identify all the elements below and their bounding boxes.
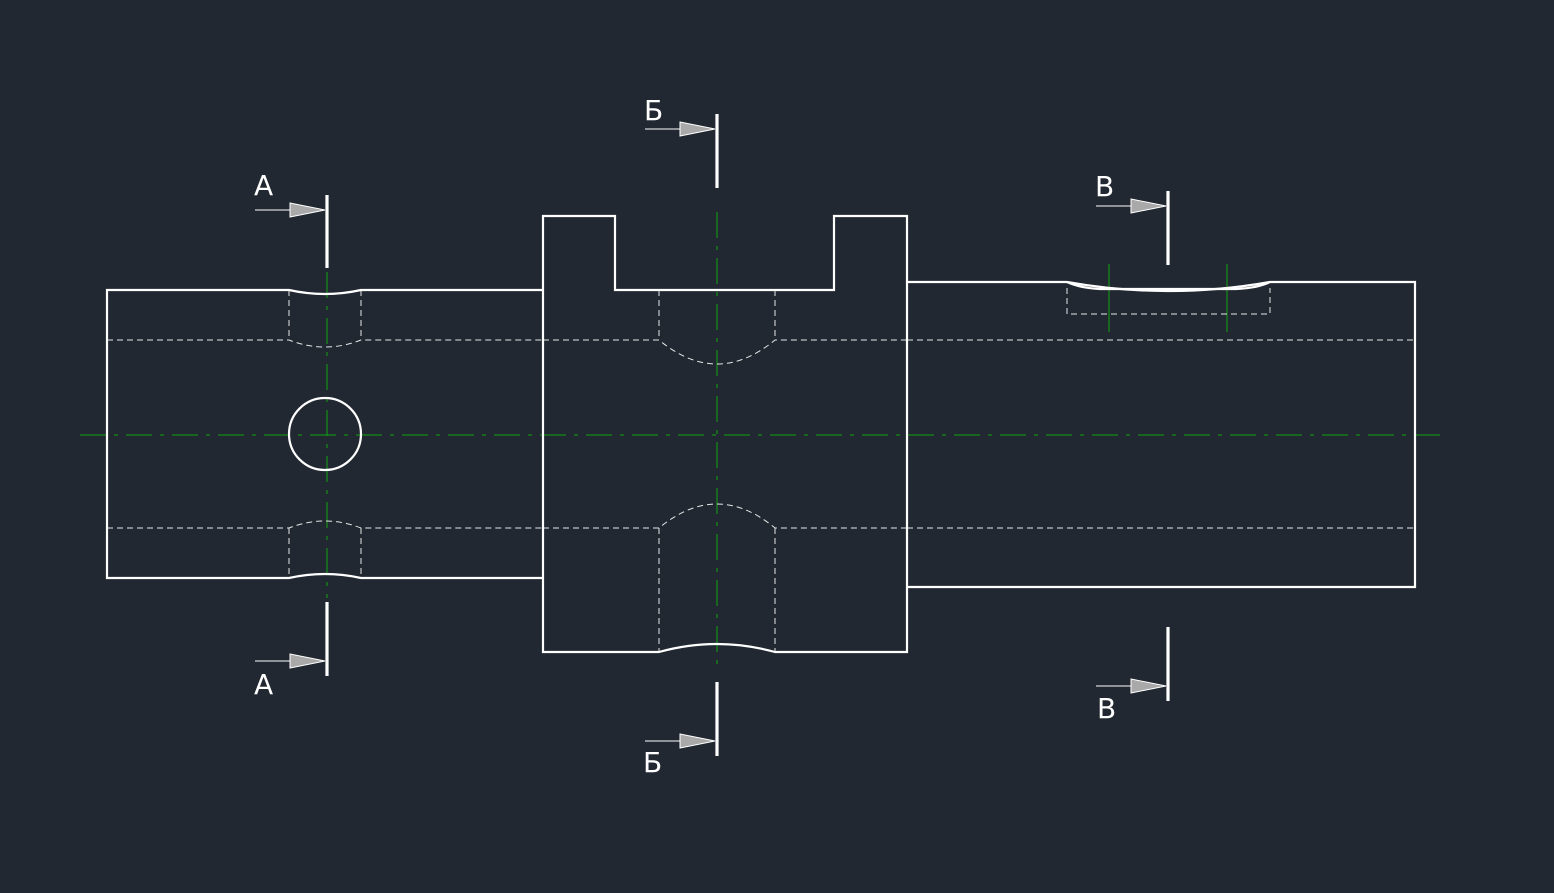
arrow-head-a-top: [289, 202, 326, 218]
bore-bottom-hidden-line-left: [107, 520, 543, 529]
arrow-head-a-bottom: [289, 653, 326, 669]
section-marker-v-bottom: В: [1096, 627, 1170, 725]
arrow-head-v-top: [1130, 198, 1167, 214]
section-marker-v-top: В: [1095, 170, 1170, 265]
bore-top-hidden-line-middle: [543, 339, 907, 365]
cross-hole-circle: [287, 396, 363, 472]
section-markers: А А Б Б В: [254, 94, 1170, 779]
part-outline: [105, 214, 1417, 654]
keyway-hidden-outline: [1066, 288, 1271, 315]
bore-bottom-hidden-line-middle: [543, 503, 907, 529]
section-label-b-top: Б: [644, 94, 663, 127]
section-label-a-top: А: [254, 169, 273, 202]
section-label-a-bottom: А: [254, 668, 273, 701]
left-shaft-outline: [105, 288, 543, 580]
arrow-head-b-top: [679, 121, 716, 137]
middle-block-outline: [541, 214, 909, 654]
hidden-lines: [107, 288, 1415, 652]
section-label-v-bottom: В: [1097, 692, 1116, 725]
section-label-v-top: В: [1095, 170, 1114, 203]
section-label-b-bottom: Б: [643, 746, 662, 779]
bore-top-hidden-line-left: [107, 339, 543, 348]
center-lines: [80, 212, 1448, 668]
section-marker-b-bottom: Б: [643, 682, 719, 779]
section-marker-b-top: Б: [644, 94, 719, 188]
arrow-head-v-bottom: [1130, 678, 1167, 694]
section-marker-a-bottom: А: [254, 602, 329, 701]
keyway-outline: [1066, 280, 1271, 291]
arrow-head-b-bottom: [679, 733, 716, 749]
section-marker-a-top: А: [254, 169, 329, 268]
